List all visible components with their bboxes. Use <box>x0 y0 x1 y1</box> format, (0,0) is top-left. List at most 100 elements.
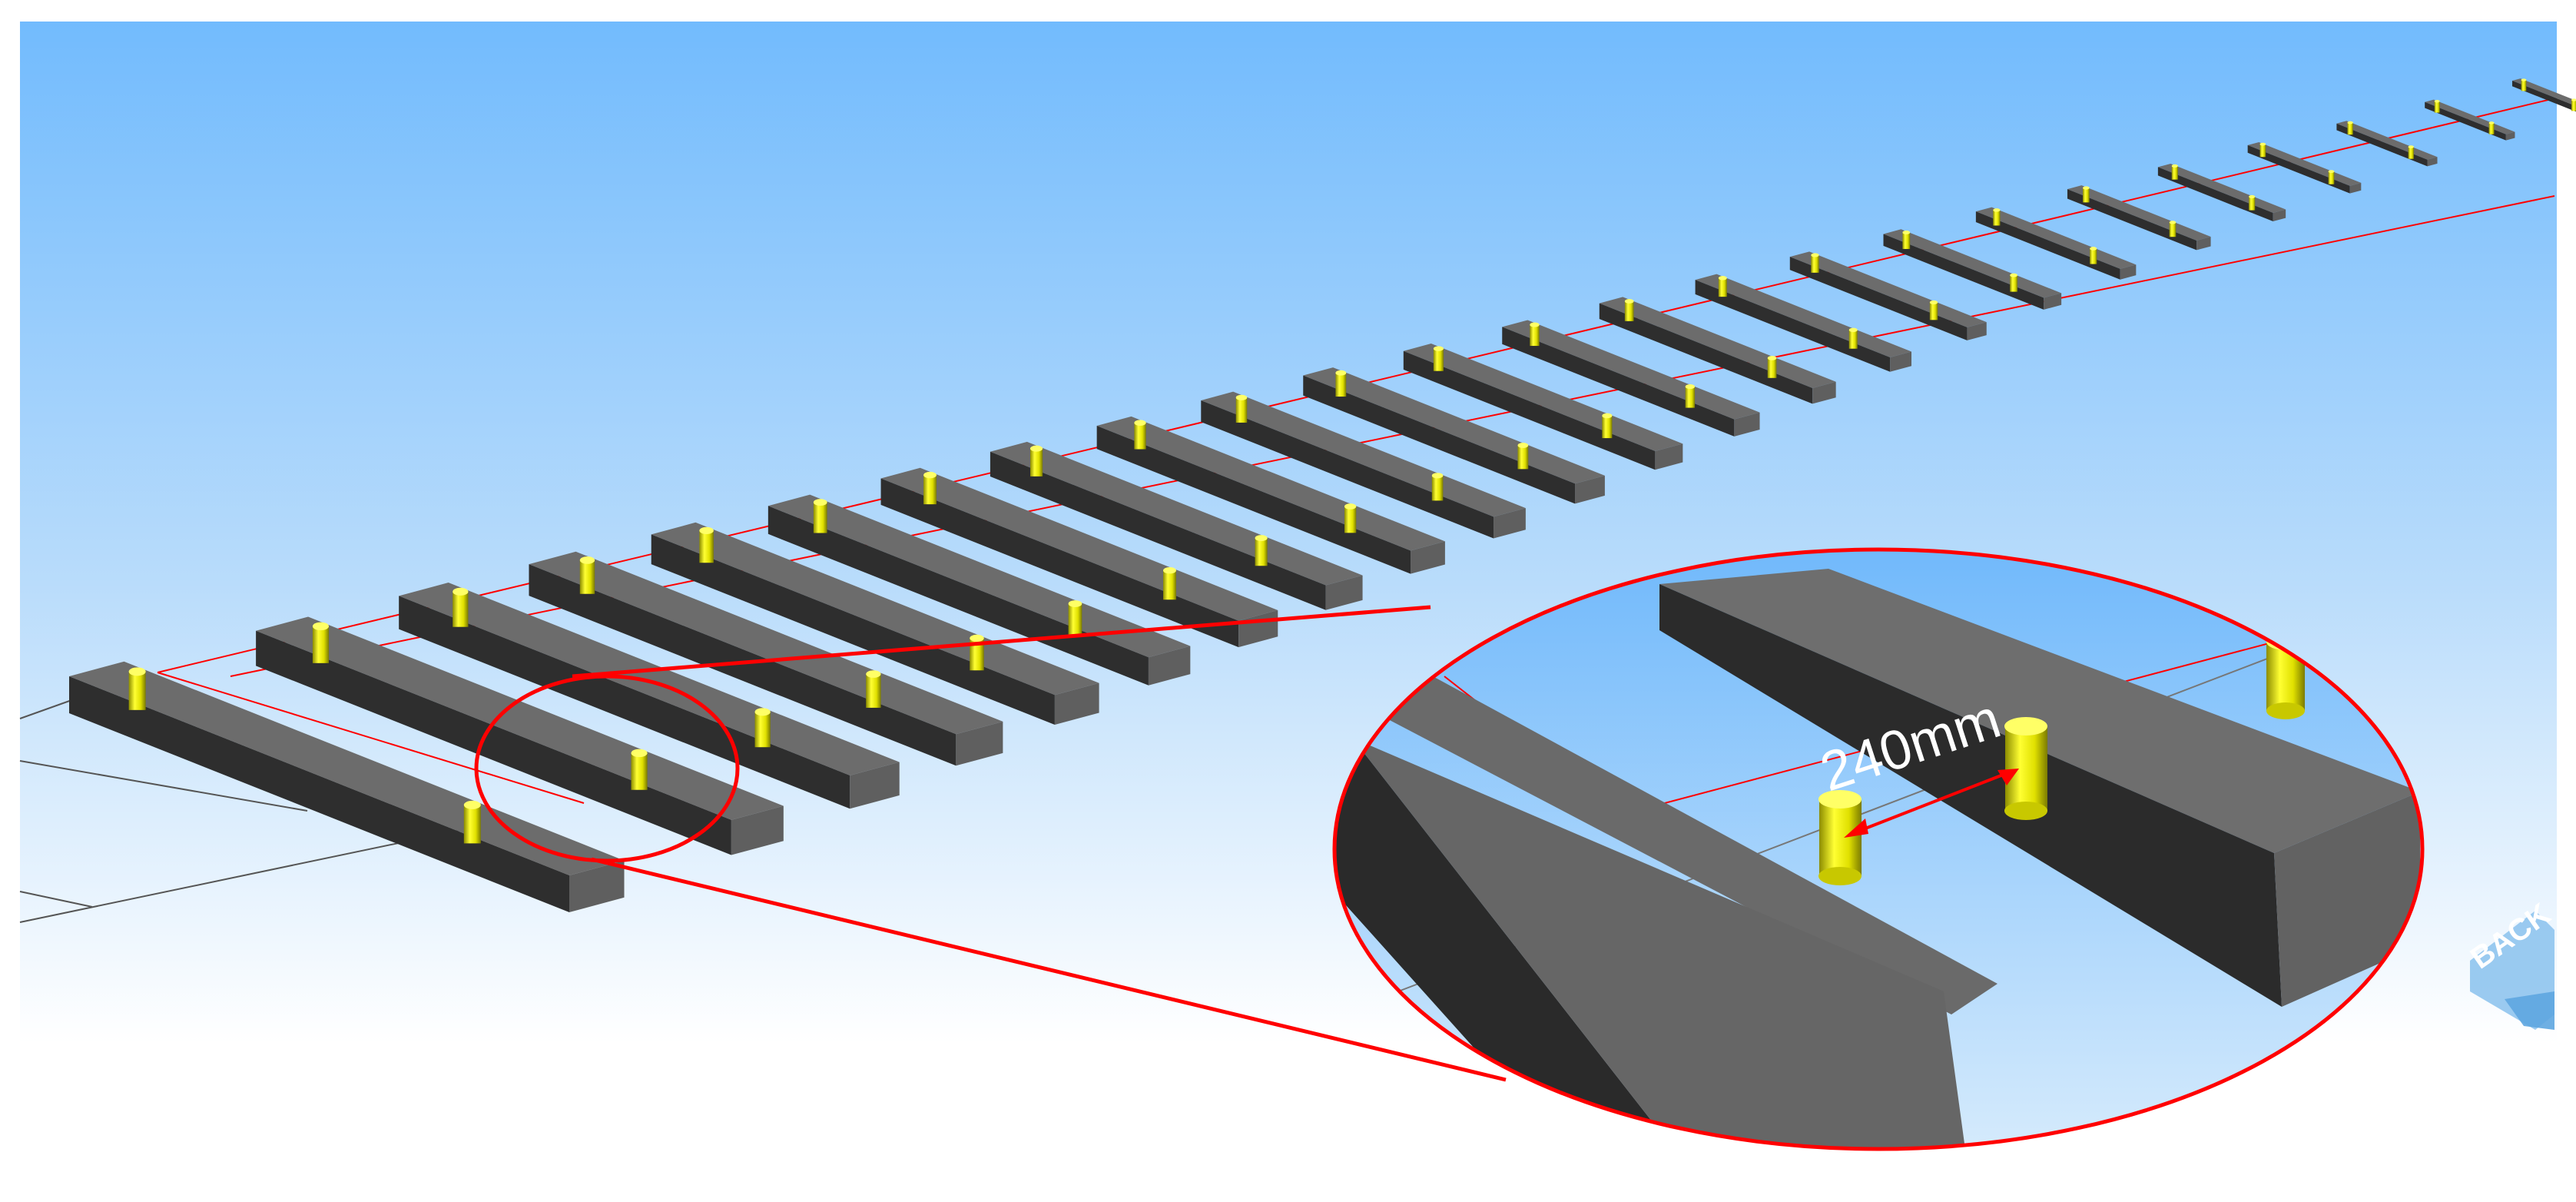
bolt <box>2169 222 2177 237</box>
bolt-cap <box>1134 420 1146 426</box>
sleeper-face <box>2157 167 2273 222</box>
bolt <box>970 638 984 671</box>
sleeper-face <box>731 805 784 855</box>
sleeper-group <box>69 78 2576 912</box>
zoom-sleeper-right-side <box>1659 584 2282 1007</box>
bolt <box>813 502 827 533</box>
bolt-cap <box>2171 164 2178 168</box>
bolt <box>463 805 481 844</box>
sleeper-face <box>2512 81 2576 112</box>
sleeper-face <box>2336 123 2428 167</box>
sleeper-face <box>2044 293 2062 310</box>
sleeper-face <box>880 478 1239 648</box>
bolt-cap <box>2010 273 2018 277</box>
sleeper-face <box>2512 78 2576 107</box>
sleeper <box>1502 320 1760 437</box>
sleeper-face <box>1201 400 1494 539</box>
bolt <box>2521 80 2527 91</box>
bolt <box>631 752 648 790</box>
callout-source-ellipse <box>474 674 740 863</box>
bolt <box>1602 415 1613 439</box>
bolt-cap <box>1685 384 1696 390</box>
bolt <box>866 674 881 708</box>
bolt <box>923 475 937 505</box>
bolt <box>1685 387 1696 408</box>
bolt-cap <box>1068 600 1082 607</box>
bolt-cap <box>813 499 827 506</box>
bolt <box>1848 330 1858 349</box>
sleeper-face <box>69 676 569 912</box>
bolt-cap <box>1255 535 1268 542</box>
bolt <box>1431 475 1444 501</box>
bolt-cap <box>2328 170 2335 174</box>
sleeper-face <box>1502 327 1735 437</box>
sleeper <box>767 494 1191 686</box>
sleeper-face <box>1890 351 1911 372</box>
sleeper-face <box>1403 344 1683 452</box>
bolt-cap <box>128 667 146 676</box>
bolt-cap <box>463 800 481 809</box>
bolt-cap <box>1335 370 1347 376</box>
bolt <box>1433 348 1444 371</box>
sleeper-face <box>2067 189 2197 251</box>
sleeper-face <box>1599 297 1836 388</box>
sleeper <box>529 551 1003 766</box>
bolt-cap <box>1767 355 1777 360</box>
bolt-cap <box>2571 98 2576 101</box>
sleeper-face <box>2349 182 2362 194</box>
sleeper-face <box>850 762 900 809</box>
bolt <box>754 712 771 748</box>
bolt-cap <box>1235 394 1248 400</box>
sleeper-face <box>69 661 625 875</box>
sleeper-face <box>1975 211 2120 280</box>
zoom-ellipse-border <box>1332 547 2425 1151</box>
sleeper-face <box>1695 280 1891 372</box>
sleeper-face <box>2273 209 2286 222</box>
bolt-cap <box>1929 300 1938 305</box>
bolt <box>1993 210 2001 226</box>
sleeper <box>880 467 1278 648</box>
bolt-cap <box>2408 145 2414 148</box>
sleeper <box>1201 391 1526 539</box>
bolt-cap <box>2169 221 2177 224</box>
bolt <box>453 591 469 627</box>
bolt-cap <box>579 556 595 564</box>
sleeper-face <box>767 506 1149 686</box>
bolt-cap <box>1718 276 1727 281</box>
sleeper-face <box>2247 144 2350 194</box>
zoom-sleeper-left-side <box>1334 707 1683 1149</box>
bolt-cap <box>1624 299 1634 304</box>
bolt-cap <box>1530 322 1540 327</box>
bolt-cap <box>2521 78 2527 81</box>
bolt <box>1624 300 1634 321</box>
sleeper-face <box>256 616 784 820</box>
sleeper-face <box>956 721 1003 766</box>
sleeper-face <box>399 583 900 775</box>
sleeper-face <box>1812 381 1836 404</box>
sleeper <box>990 441 1363 610</box>
bolt-cap <box>2090 247 2097 251</box>
bolt-cap <box>631 749 648 758</box>
dimension-arrow <box>1844 769 2019 838</box>
bolt-cap <box>2083 186 2090 190</box>
sleeper-face <box>1502 320 1760 420</box>
sleeper-face <box>767 494 1191 658</box>
sleeper-face <box>569 860 625 912</box>
bolt-cap <box>2434 100 2440 103</box>
zoom-detail: 240mm <box>1334 550 2422 1149</box>
bolt <box>1811 254 1819 273</box>
bolt-cap <box>1902 231 1911 234</box>
bolt-cap <box>866 670 881 678</box>
callout-connector-top <box>572 605 1431 679</box>
zoom-sleeper-left-end <box>1352 738 1967 1149</box>
bolt <box>1517 445 1529 470</box>
bolt-cap <box>312 622 330 631</box>
bolt <box>699 530 714 563</box>
sleeper <box>1303 367 1605 504</box>
sleeper-face <box>990 451 1326 610</box>
bolt-cap <box>1602 413 1613 419</box>
sleeper-face <box>1201 391 1526 517</box>
sleeper-face <box>651 534 1055 726</box>
sleeper-face <box>1411 541 1445 574</box>
